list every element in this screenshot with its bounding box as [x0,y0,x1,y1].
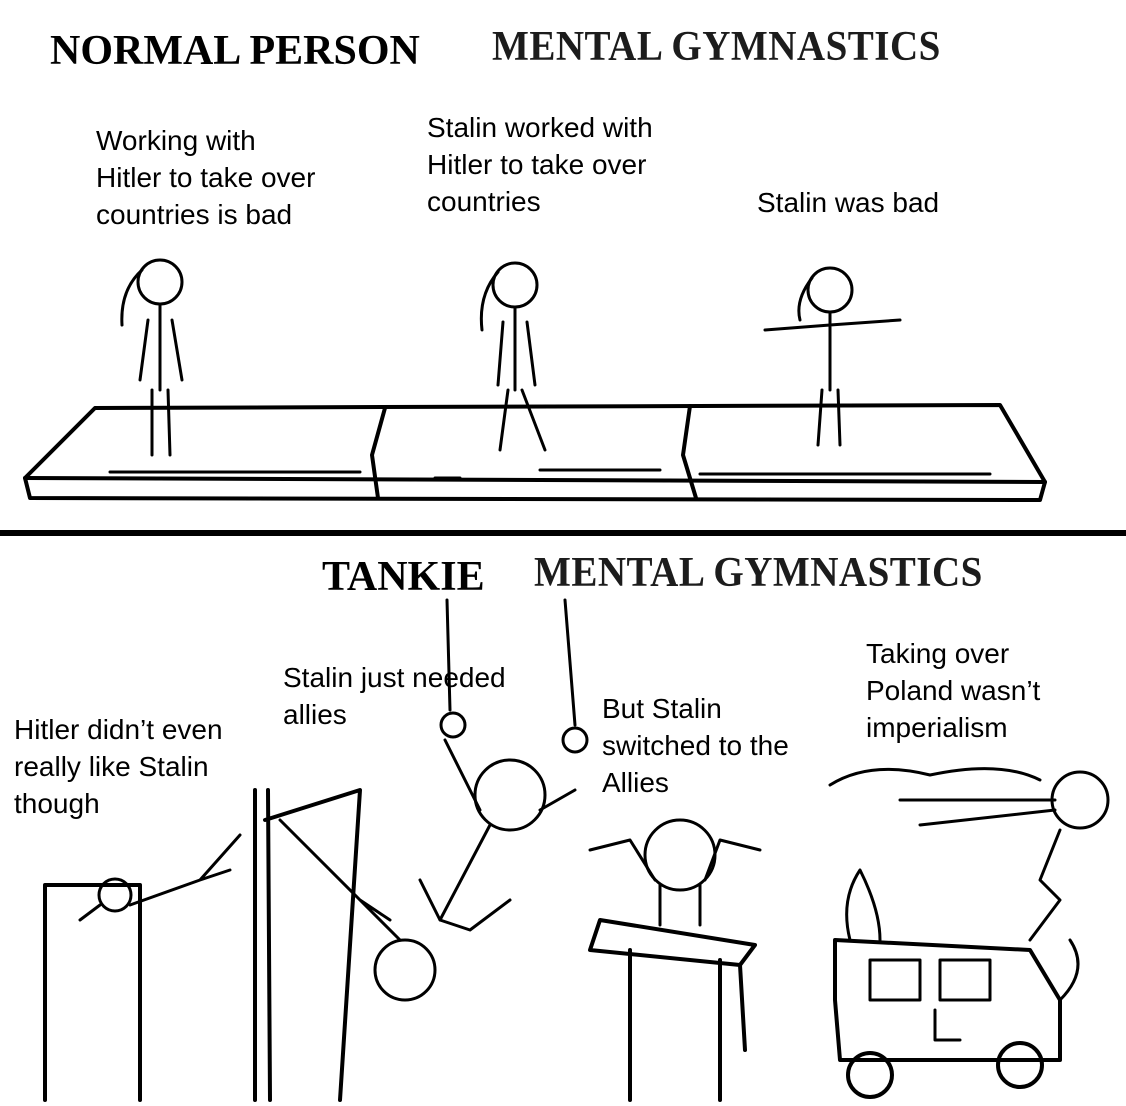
high-bar [43,833,242,1102]
gymnast-arms-out [763,266,902,447]
caption-line: Allies [602,767,669,798]
caption-bottom-1: Hitler didn’t even really like Stalin th… [14,711,223,822]
caption-bottom-3: But Stalin switched to the Allies [602,690,789,801]
caption-line: Stalin was bad [757,187,940,218]
caption-bottom-4: Taking over Poland wasn’t imperialism [866,635,1040,746]
uneven-bars [253,788,437,1102]
burning-car [828,767,1110,1099]
caption-line: countries [427,186,541,217]
caption-line: imperialism [866,712,1008,743]
caption-line: though [14,788,100,819]
vault-table [588,818,762,1102]
title-mental-gymnastics-top: MENTAL GYMNASTICS [492,24,941,70]
title-tankie: TANKIE [322,554,485,600]
caption-line: Stalin just needed [283,662,506,693]
caption-line: Stalin worked with [427,112,653,143]
caption-line: Working with [96,125,256,156]
title-mental-gymnastics-bottom: MENTAL GYMNASTICS [534,550,983,596]
caption-line: switched to the [602,730,789,761]
gym-mat [23,403,1047,502]
caption-line: countries is bad [96,199,293,230]
caption-line: Hitler to take over [427,149,647,180]
caption-line: Taking over [866,638,1010,669]
caption-line: Hitler didn’t even [14,714,223,745]
caption-top-1: Working with Hitler to take over countri… [96,122,315,233]
caption-line: really like Stalin [14,751,209,782]
caption-line: Poland wasn’t [866,675,1041,706]
caption-line: But Stalin [602,693,722,724]
caption-line: allies [283,699,347,730]
title-normal-person: NORMAL PERSON [50,28,420,74]
caption-bottom-2: Stalin just needed allies [283,659,506,733]
caption-line: Hitler to take over [96,162,316,193]
caption-top-2: Stalin worked with Hitler to take over c… [427,109,653,220]
gymnast-standing-1 [120,258,184,457]
rings [418,598,589,932]
gymnast-standing-2 [479,261,547,452]
caption-top-3: Stalin was bad [757,184,939,221]
